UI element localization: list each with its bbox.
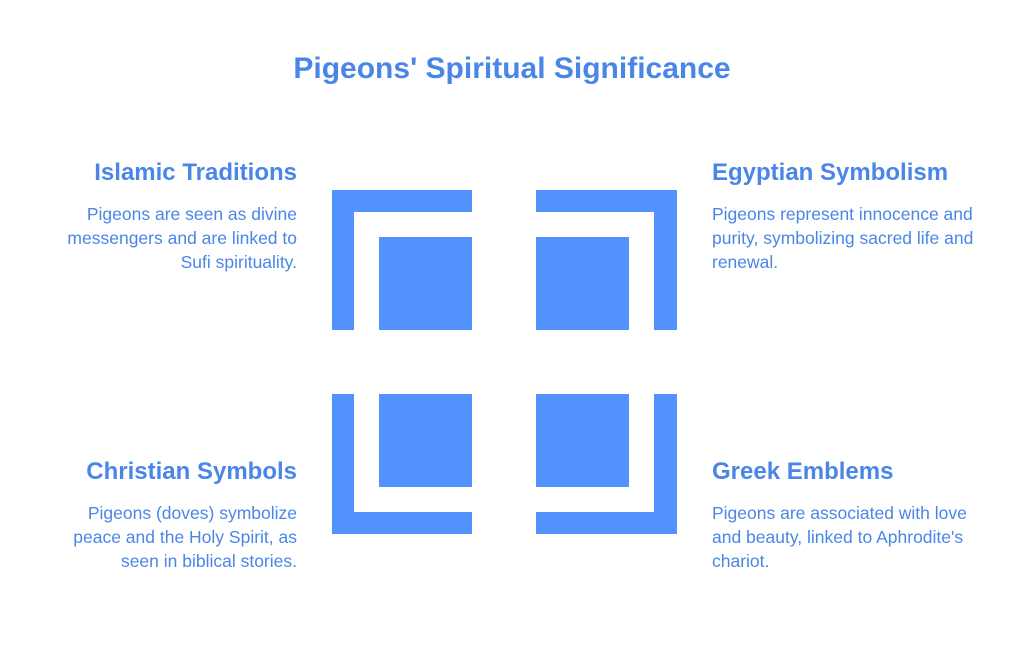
bracket-bottom-left-vertical [332,394,354,534]
bracket-bottom-right-horizontal [536,512,677,534]
square-bottom-left [379,394,472,487]
page-title: Pigeons' Spiritual Significance [293,52,731,85]
bracket-top-left-vertical [332,190,354,330]
quadrant-christian-symbols: Christian Symbols Pigeons (doves) symbol… [27,457,297,573]
square-top-right [536,237,629,330]
quadrant-text: Pigeons are associated with love and bea… [712,503,967,571]
bracket-top-left-horizontal [332,190,472,212]
quadrant-greek-emblems: Greek Emblems Pigeons are associated wit… [712,457,982,573]
square-bottom-right [536,394,629,487]
bracket-top-right-horizontal [536,190,677,212]
bracket-top-right-vertical [654,190,677,330]
quadrant-heading: Greek Emblems [712,458,894,485]
quadrant-egyptian-symbolism: Egyptian Symbolism Pigeons represent inn… [712,158,982,274]
quadrant-heading: Islamic Traditions [94,159,297,186]
quadrant-text: Pigeons are seen as divine messengers an… [67,204,297,272]
quadrant-text: Pigeons (doves) symbolize peace and the … [73,503,297,571]
quadrant-heading: Egyptian Symbolism [712,159,949,186]
bracket-bottom-left-horizontal [332,512,472,534]
quadrant-islamic-traditions: Islamic Traditions Pigeons are seen as d… [27,158,297,274]
quadrant-text: Pigeons represent innocence and purity, … [712,204,974,272]
quadrant-heading: Christian Symbols [86,458,297,485]
bracket-bottom-right-vertical [654,394,677,534]
square-top-left [379,237,472,330]
